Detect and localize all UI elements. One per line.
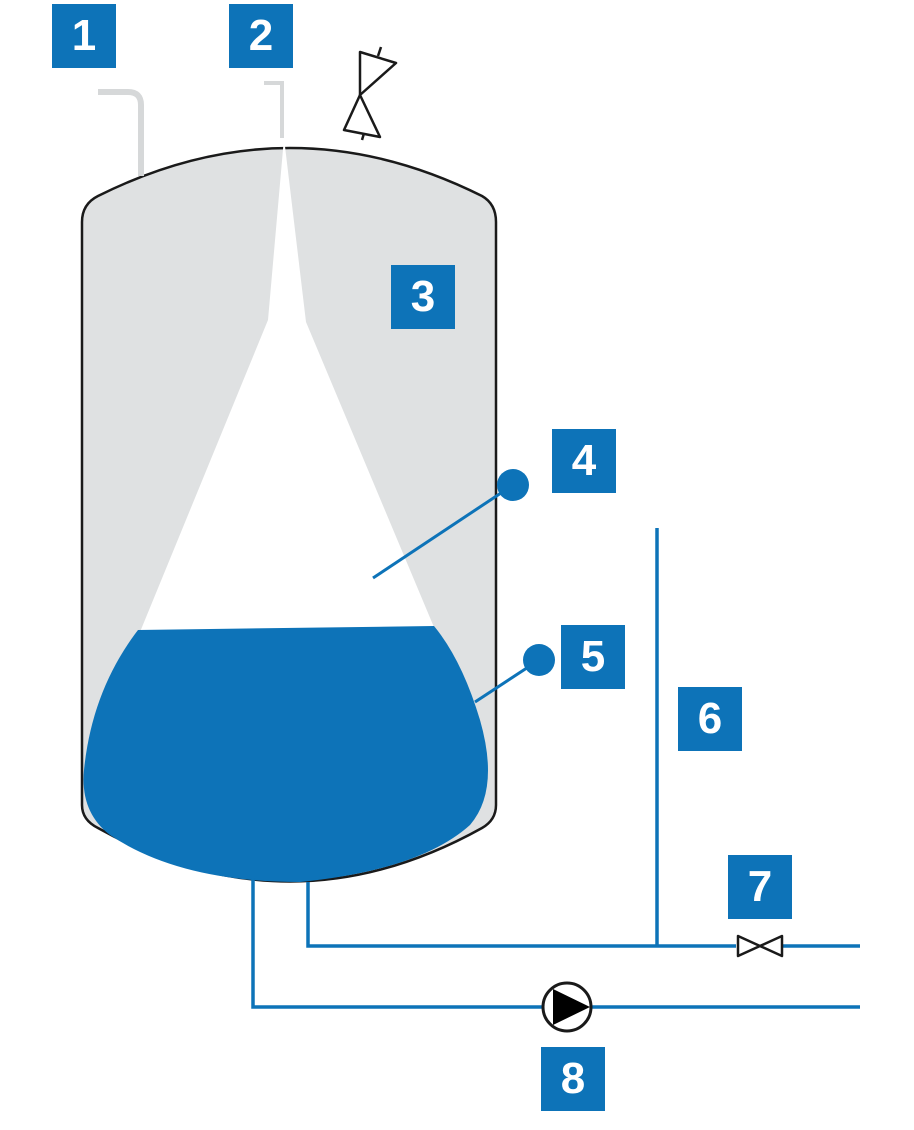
pointer-dot-5 bbox=[523, 644, 555, 676]
valve-icon bbox=[736, 934, 784, 958]
label-badge-1: 1 bbox=[52, 4, 116, 68]
label-badge-7: 7 bbox=[728, 855, 792, 919]
pump-icon bbox=[541, 981, 593, 1033]
label-badge-6: 6 bbox=[678, 687, 742, 751]
label-badge-2: 2 bbox=[229, 4, 293, 68]
spray-cone bbox=[140, 138, 436, 632]
pointer-line-4 bbox=[372, 483, 514, 580]
circulation-pipe bbox=[251, 878, 860, 1009]
label-badge-8: 8 bbox=[541, 1047, 605, 1111]
label-badge-5: 5 bbox=[561, 625, 625, 689]
label-badge-4: 4 bbox=[552, 429, 616, 493]
label-badge-3: 3 bbox=[391, 265, 455, 329]
liquid-pool bbox=[83, 626, 488, 882]
outlet-pipe bbox=[306, 882, 860, 948]
inlet-pipe-2 bbox=[264, 81, 284, 138]
inlet-pipe-1 bbox=[98, 89, 144, 176]
pointer-dot-4 bbox=[497, 469, 529, 501]
valve-icon bbox=[342, 46, 398, 141]
